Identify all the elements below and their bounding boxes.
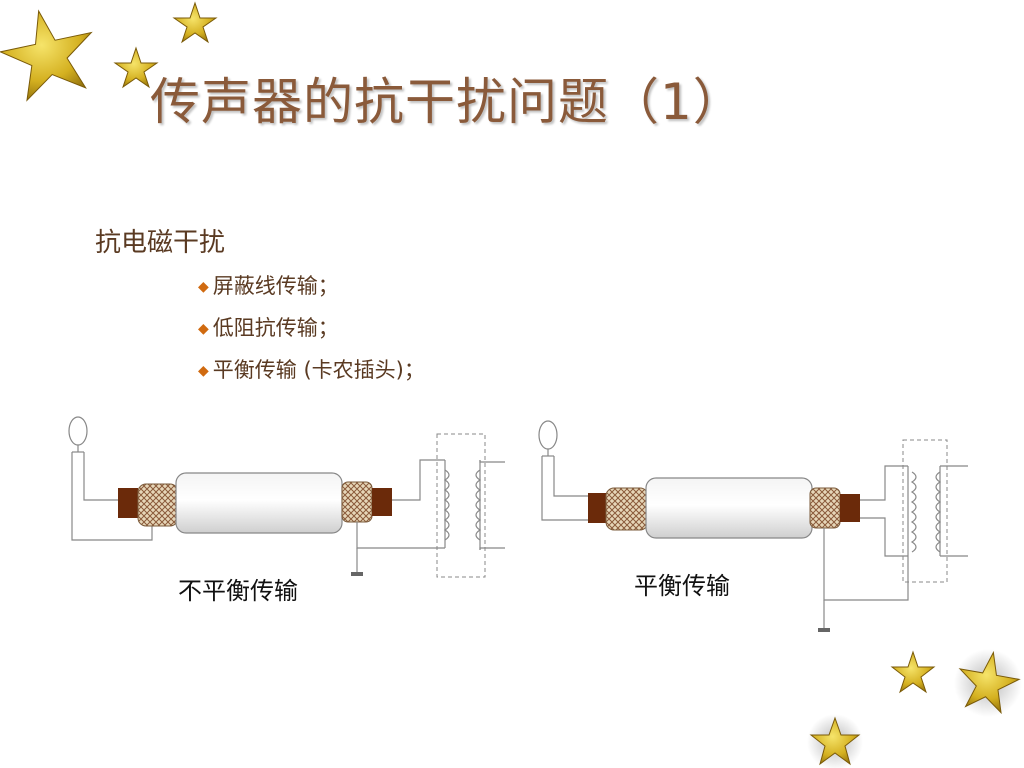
transformer-box-left — [436, 433, 486, 578]
braid-right — [809, 487, 841, 529]
braid-left — [605, 487, 649, 531]
unbalanced-diagram — [68, 416, 505, 578]
caption-unbalanced: 不平衡传输 — [178, 577, 298, 605]
diamond-bullet-icon: ◆ — [198, 321, 209, 337]
bullet-item: ◆屏蔽线传输； — [198, 274, 339, 298]
star-icon-small-top — [172, 1, 218, 44]
bullet-list: ◆屏蔽线传输； ◆低阻抗传输； ◆平衡传输 (卡农插头)； — [198, 268, 425, 394]
slide-title: 传声器的抗干扰问题（1） — [150, 73, 744, 131]
bullet-item: ◆平衡传输 (卡农插头)； — [198, 358, 425, 382]
section-heading: 抗电磁干扰 — [95, 228, 226, 258]
star-icon-bottom-right-3 — [807, 714, 863, 768]
connector-right — [372, 488, 392, 516]
star-icon-bottom-right-2 — [954, 649, 1022, 717]
ground-icon-left — [351, 572, 363, 576]
connector-left — [588, 493, 606, 523]
diamond-bullet-icon: ◆ — [198, 363, 209, 379]
cable-body — [175, 472, 343, 534]
cable-body — [645, 477, 813, 539]
diamond-bullet-icon: ◆ — [198, 279, 209, 295]
connector-right — [840, 494, 860, 522]
star-icon-large-topleft — [0, 9, 93, 102]
balanced-diagram — [538, 420, 968, 632]
star-icon-bottom-right-1 — [890, 650, 936, 694]
braid-left — [137, 483, 179, 527]
star-icon-small-title — [113, 46, 159, 89]
caption-balanced: 平衡传输 — [634, 572, 730, 600]
bullet-item: ◆低阻抗传输； — [198, 316, 339, 340]
ground-icon-right — [818, 628, 830, 632]
connector-left — [118, 488, 138, 518]
braid-right — [341, 481, 373, 523]
transformer-box-right — [902, 439, 948, 583]
microphone-icon — [68, 416, 88, 446]
microphone-icon — [538, 420, 558, 450]
